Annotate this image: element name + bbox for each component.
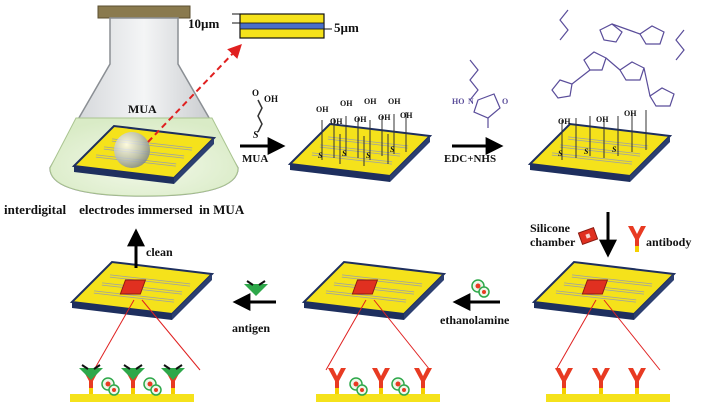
substrate-antigen [70, 394, 194, 402]
chip-mua-sam [288, 122, 432, 184]
sam-s-3: S [366, 151, 371, 160]
nhs-chem-labels: HO N O [452, 97, 508, 106]
immersed-caption: interdigital electrodes immersed in MUA [4, 202, 245, 217]
antigen-label: antigen [232, 321, 270, 335]
act-oh-2: OH [596, 115, 609, 124]
mua-droplet [114, 132, 150, 168]
sam-oh-6: OH [354, 115, 367, 124]
chip-antibody [532, 260, 676, 322]
chip-activated [528, 122, 672, 184]
flask-label: MUA [128, 102, 157, 116]
substrate-antibody [546, 394, 670, 402]
ethanolamine-label: ethanolamine [440, 313, 510, 327]
nhs-ho: HO [452, 97, 464, 106]
sam-chem-labels: OH OH OH OH OH OH OH OH S S S S [316, 97, 413, 160]
clean-label: clean [146, 245, 173, 259]
dimension-10um: 10µm [188, 16, 219, 31]
chamber-antigen [119, 279, 147, 295]
ethanolamine-icon [471, 279, 490, 298]
nhs-esters [551, 9, 685, 107]
sam-oh-4: OH [388, 97, 401, 106]
sam-s-4: S [390, 145, 395, 154]
act-oh-3: OH [624, 109, 637, 118]
sam-s-1: S [318, 151, 323, 160]
antigen-icon [243, 280, 269, 297]
act-s-3: S [612, 145, 617, 154]
antibodies-row-1 [555, 368, 646, 394]
mua-carbonyl-o: O [252, 88, 259, 98]
activated-layer [561, 110, 647, 160]
sam-oh-7: OH [378, 113, 391, 122]
antibodies-row-3 [78, 364, 186, 396]
dimension-5um: 5µm [334, 20, 359, 35]
activated-chem-labels: OH OH OH S S S [558, 109, 637, 158]
flask-cork [97, 5, 191, 19]
silicone-chamber-label-2: chamber [530, 235, 576, 249]
mua-molecule: S O OH [252, 88, 278, 141]
mua-arrow-label: MUA [242, 153, 268, 165]
chip-blocked [302, 260, 446, 322]
sam-layer [321, 112, 407, 166]
nhs-molecule [469, 59, 501, 128]
sam-oh-1: OH [316, 105, 329, 114]
chamber-antibody [581, 279, 609, 295]
mua-hydroxyl: OH [264, 94, 278, 104]
chamber-blocked [351, 279, 379, 295]
edc-nhs-label: EDC+NHS [444, 153, 496, 165]
nhs-n: N [468, 97, 474, 106]
act-s-2: S [584, 147, 589, 156]
mua-thiol-s: S [253, 130, 259, 141]
antibody-label: antibody [646, 235, 691, 249]
substrate-blocked [316, 394, 440, 402]
zoom-dashed-arrow [147, 43, 242, 143]
act-s-1: S [558, 149, 563, 158]
nhs-o: O [502, 97, 508, 106]
flask: MUA [49, 5, 239, 197]
inset-blue-gap [239, 22, 325, 30]
sam-oh-8: OH [400, 111, 413, 120]
antibodies-row-2 [328, 368, 432, 396]
sam-oh-5: OH [330, 117, 343, 126]
silicone-chamber-label-1: Silicone [530, 221, 571, 235]
sam-oh-2: OH [340, 99, 353, 108]
chip-antigen [70, 260, 214, 322]
electrode-dimension-inset: 10µm 5µm [188, 13, 359, 39]
silicone-chamber-icon [577, 226, 599, 246]
sam-s-2: S [342, 149, 347, 158]
act-oh-1: OH [558, 117, 571, 126]
sam-oh-3: OH [364, 97, 377, 106]
antibody-legend-icon [628, 226, 646, 252]
